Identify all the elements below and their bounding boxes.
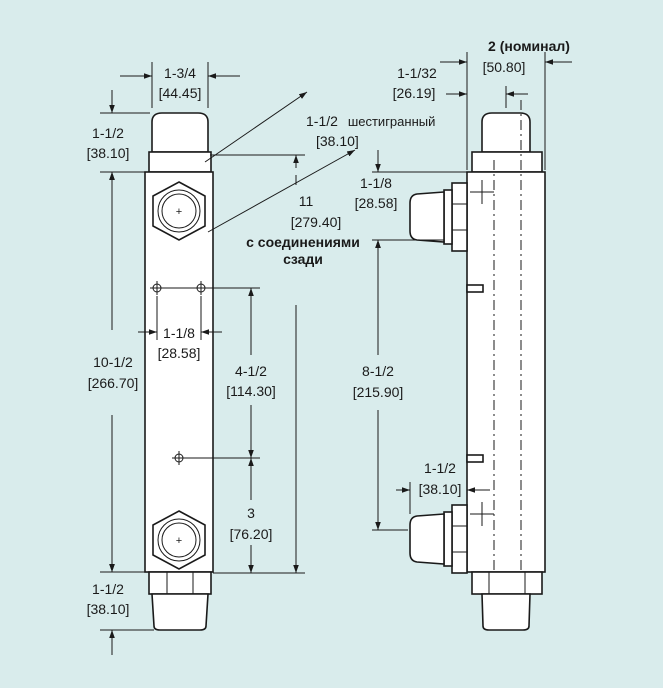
side-dimension-lines xyxy=(372,52,572,531)
hex-mm: [38.10] xyxy=(316,133,359,149)
side-top-port xyxy=(409,180,494,252)
svg-text:+: + xyxy=(176,535,182,547)
side-body xyxy=(466,171,546,573)
front-bottom-fitting xyxy=(151,593,209,631)
span-frac: 8-1/2 xyxy=(362,363,394,379)
nominal-mm: [50.80] xyxy=(483,59,526,75)
front-dimension-lines xyxy=(100,62,356,655)
bottom-hex-nut: + xyxy=(152,510,206,570)
side-top-collar xyxy=(471,151,543,173)
body-length-frac: 10-1/2 xyxy=(93,354,133,370)
centers-note-1: с соединениями xyxy=(246,234,360,250)
hole-spacing-frac: 1-1/8 xyxy=(163,325,195,341)
bottom-fitting-frac: 1-1/2 xyxy=(92,581,124,597)
centers-mm: [279.40] xyxy=(291,214,342,230)
top-port-mm: [28.58] xyxy=(355,195,398,211)
side-bottom-fitting xyxy=(481,593,531,631)
front-bottom-collar xyxy=(148,571,212,595)
side-bottom-port xyxy=(409,502,494,574)
hex-frac: 1-1/2 xyxy=(306,113,338,129)
centers-frac: 11 xyxy=(299,193,314,209)
body-length-mm: [266.70] xyxy=(88,375,139,391)
bottom-offset-mm: [76.20] xyxy=(230,526,273,542)
mount-spacing-mm: [114.30] xyxy=(226,383,276,399)
top-hex-nut: + xyxy=(152,181,206,241)
offset-frac: 1-1/32 xyxy=(397,65,437,81)
side-view xyxy=(409,100,546,631)
mounting-holes xyxy=(150,281,208,465)
nominal-frac: 2 (номинал) xyxy=(488,38,570,54)
offset-mm: [26.19] xyxy=(393,85,436,101)
top-port-frac: 1-1/8 xyxy=(360,175,392,191)
bottom-fitting-mm: [38.10] xyxy=(87,601,130,617)
hole-spacing-mm: [28.58] xyxy=(158,345,201,361)
front-labels: 1-3/4 [44.45] 1-1/2 [38.10] 1-1/2 шестиг… xyxy=(87,65,436,617)
front-top-fitting xyxy=(151,112,209,153)
bottom-offset-frac: 3 xyxy=(247,505,255,521)
centers-note-2: сзади xyxy=(283,251,323,267)
top-fitting-frac: 1-1/2 xyxy=(92,125,124,141)
front-view: + + xyxy=(144,112,214,631)
hex-label: 1-1/2 шестигранный xyxy=(306,113,435,129)
side-top-fitting xyxy=(481,112,531,153)
front-top-collar xyxy=(148,151,212,173)
mount-spacing-frac: 4-1/2 xyxy=(235,363,267,379)
side-bottom-collar xyxy=(471,571,543,595)
width-frac: 1-3/4 xyxy=(164,65,196,81)
span-mm: [215.90] xyxy=(353,384,404,400)
svg-text:+: + xyxy=(176,206,182,218)
top-fitting-mm: [38.10] xyxy=(87,145,130,161)
hex-type: шестигранный xyxy=(348,114,436,129)
side-labels: 2 (номинал) [50.80] 1-1/32 [26.19] 1-1/8… xyxy=(353,38,570,497)
bottom-port-mm: [38.10] xyxy=(419,481,462,497)
bottom-port-frac: 1-1/2 xyxy=(424,460,456,476)
width-mm: [44.45] xyxy=(159,85,202,101)
